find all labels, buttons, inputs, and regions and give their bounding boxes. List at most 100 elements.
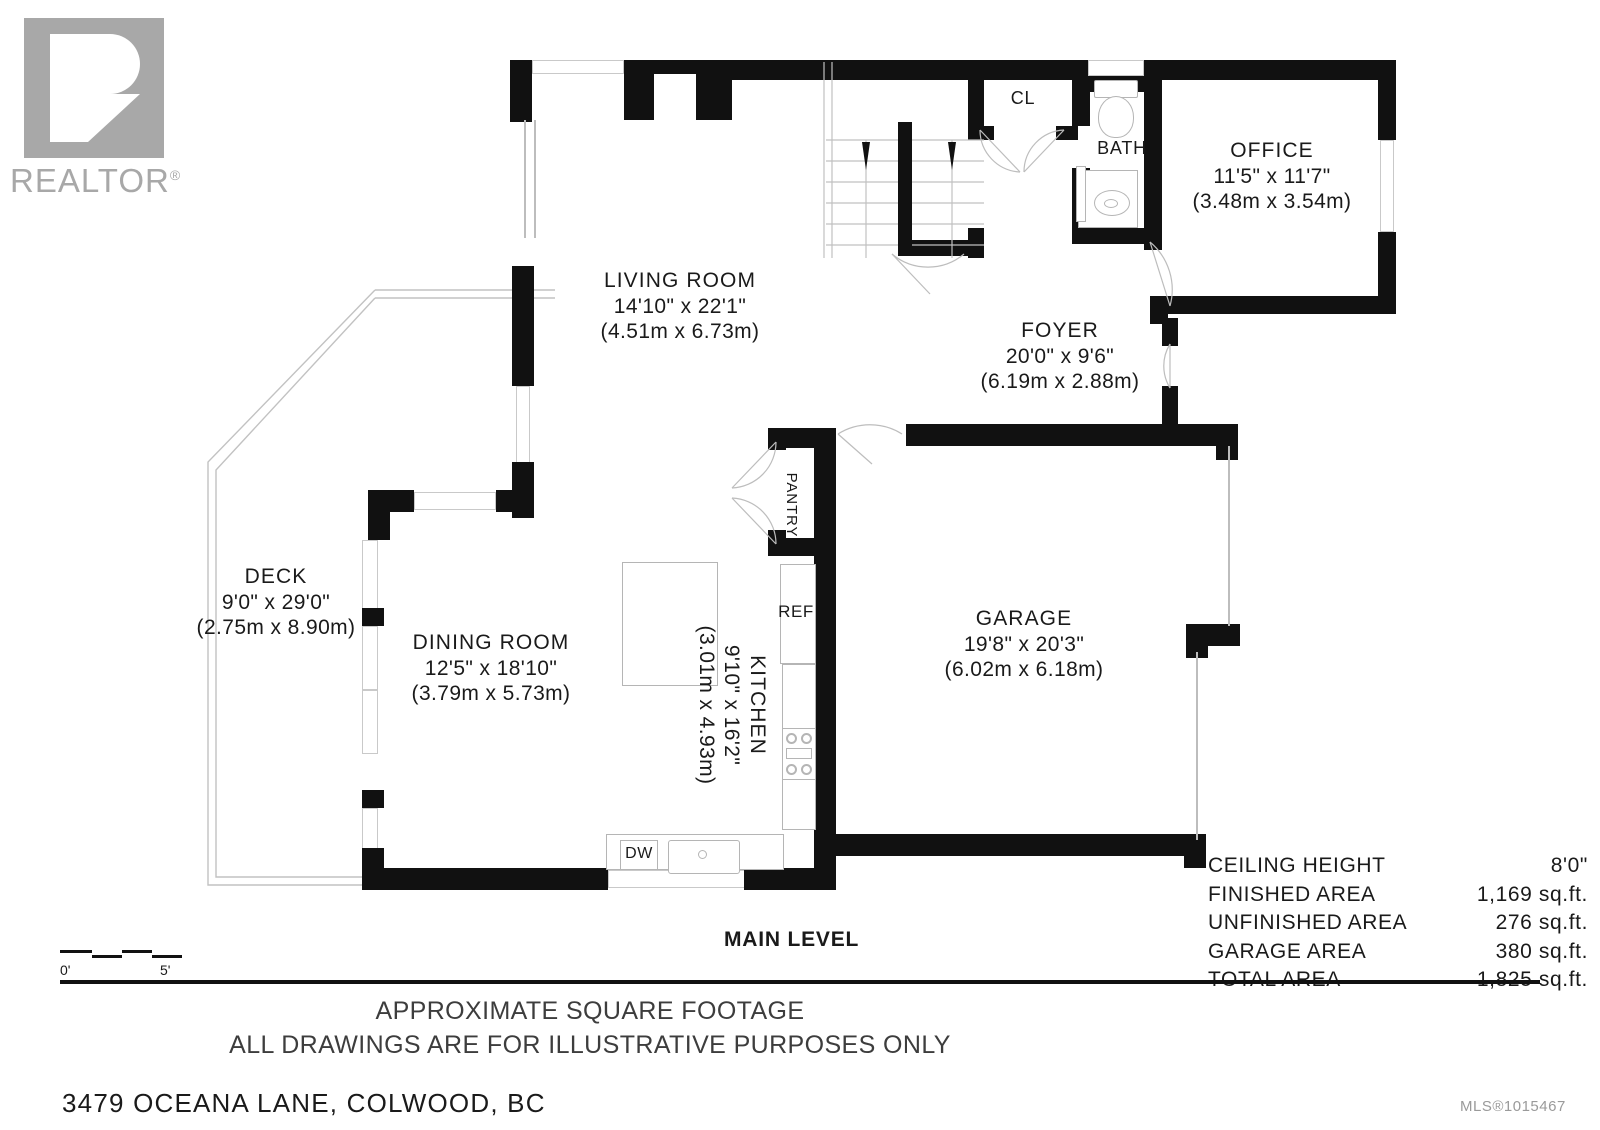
scale-label-start: 0' xyxy=(60,962,71,978)
stats-value-finished-area: 1,169 sq.ft. xyxy=(1476,882,1588,906)
office-metric: (3.48m x 3.54m) xyxy=(1192,190,1352,214)
stats-row-garage-area: GARAGE AREA 380 sq.ft. xyxy=(1208,938,1588,967)
kitchen-sink-drain-icon xyxy=(698,850,707,859)
oven-door-icon xyxy=(786,748,812,759)
property-address: 3479 OCEANA LANE, COLWOOD, BC xyxy=(62,1088,546,1118)
wall-garage-top xyxy=(906,424,1236,446)
wall-closet-left xyxy=(968,80,984,126)
stats-value-ceiling-height: 8'0" xyxy=(1550,854,1588,877)
wall-foyer-jog-1 xyxy=(1162,318,1178,346)
wall-garage-right-jog-b xyxy=(1186,624,1208,658)
kitchen-metric: (3.01m x 4.93m) xyxy=(694,625,718,785)
wall-dining-left-pier-2 xyxy=(362,790,384,808)
window-dining-left-3 xyxy=(362,690,378,754)
scale-label-end: 5' xyxy=(160,962,171,978)
wall-bottom-kitchen-right xyxy=(744,868,836,890)
realtor-r-stem xyxy=(50,34,88,142)
wall-living-left-thin-2 xyxy=(534,120,536,238)
burner-icon-4 xyxy=(801,764,812,775)
scale-seg-2 xyxy=(92,955,122,958)
office-imperial: 11'5" x 11'7" xyxy=(1213,164,1331,188)
wall-top-office xyxy=(1144,60,1394,80)
bath-towel-bar-icon xyxy=(1076,166,1086,222)
wall-office-right-bottom xyxy=(1378,232,1396,314)
wall-bottom-left xyxy=(362,868,608,890)
window-office-right xyxy=(1380,140,1394,232)
kitchen-island-icon xyxy=(622,562,718,686)
realtor-r-leg xyxy=(88,94,140,142)
kitchen-name: KITCHEN xyxy=(746,655,769,755)
wall-pantry-left-top xyxy=(768,428,786,450)
mls-number: MLS®1015467 xyxy=(1460,1098,1566,1115)
wall-garage-bottom xyxy=(814,834,1200,856)
wall-top-pier-2 xyxy=(696,60,732,120)
refrigerator-icon xyxy=(780,564,816,664)
stats-value-unfinished-area: 276 sq.ft. xyxy=(1495,911,1588,935)
room-label-office: OFFICE 11'5" x 11'7" (3.48m x 3.54m) xyxy=(1152,138,1392,215)
stats-row-total-area: TOTAL AREA 1,825 sq.ft. xyxy=(1208,966,1588,995)
stats-label-ceiling-height: CEILING HEIGHT xyxy=(1208,854,1386,877)
realtor-logo: REALTOR® xyxy=(10,10,190,210)
stats-label-finished-area: FINISHED AREA xyxy=(1208,882,1376,906)
refrigerator-text: REF xyxy=(778,602,814,621)
pantry-doors xyxy=(731,441,777,545)
wall-stair-divider xyxy=(898,122,912,256)
wall-top-seg-1 xyxy=(654,60,696,74)
area-stats-table: CEILING HEIGHT 8'0" FINISHED AREA 1,169 … xyxy=(1208,852,1588,995)
wall-office-left xyxy=(1144,60,1162,250)
wall-pantry-bottom xyxy=(768,538,836,556)
wall-top-left-corner xyxy=(510,60,532,122)
stats-row-ceiling-height: CEILING HEIGHT 8'0" xyxy=(1208,852,1588,881)
foyer-metric: (6.19m x 2.88m) xyxy=(980,370,1140,394)
wall-garage-top-right xyxy=(1216,424,1238,460)
closet-text: CL xyxy=(1010,88,1036,108)
dining-room-name: DINING ROOM xyxy=(412,631,570,654)
burner-icon-3 xyxy=(786,764,797,775)
scale-seg-4 xyxy=(152,955,182,958)
stats-value-total-area: 1,825 sq.ft. xyxy=(1477,968,1588,992)
scale-bar: 0' 5' xyxy=(60,950,182,980)
wall-bath-bottom xyxy=(1072,228,1144,244)
disclaimer-line-1: APPROXIMATE SQUARE FOOTAGE xyxy=(375,997,805,1025)
room-label-dining-room: DINING ROOM 12'5" x 18'10" (3.79m x 5.73… xyxy=(378,630,604,707)
window-top-living-1 xyxy=(532,60,624,74)
disclaimer-line-2: ALL DRAWINGS ARE FOR ILLUSTRATIVE PURPOS… xyxy=(229,1030,951,1059)
bath-text: BATH xyxy=(1097,138,1147,158)
garage-imperial: 19'8" x 20'3" xyxy=(963,632,1085,656)
pantry-text: PANTRY xyxy=(783,472,800,538)
room-label-foyer: FOYER 20'0" x 9'6" (6.19m x 2.88m) xyxy=(940,318,1180,395)
window-dining-left-4 xyxy=(362,808,378,852)
level-title: MAIN LEVEL xyxy=(724,928,860,951)
room-label-living-room: LIVING ROOM 14'10" x 22'1" (4.51m x 6.73… xyxy=(560,268,800,345)
label-pantry: PANTRY xyxy=(782,460,800,550)
stats-label-garage-area: GARAGE AREA xyxy=(1208,939,1367,963)
realtor-wordmark: REALTOR® xyxy=(10,162,181,200)
label-bath: BATH xyxy=(1084,138,1160,160)
stats-value-garage-area: 380 sq.ft. xyxy=(1495,939,1588,963)
deck-metric: (2.75m x 8.90m) xyxy=(196,616,356,640)
stats-label-unfinished-area: UNFINISHED AREA xyxy=(1208,911,1408,935)
burner-icon-2 xyxy=(801,733,812,744)
window-dining-left-2 xyxy=(362,626,378,690)
wall-office-bottom xyxy=(1150,296,1396,314)
disclaimer-block: APPROXIMATE SQUARE FOOTAGE ALL DRAWINGS … xyxy=(0,995,1180,1063)
foyer-door xyxy=(1163,343,1171,389)
living-room-metric: (4.51m x 6.73m) xyxy=(600,320,760,344)
garage-door-line-top xyxy=(1228,446,1230,626)
garage-metric: (6.02m x 6.18m) xyxy=(944,658,1104,682)
stair-door xyxy=(891,253,965,295)
realtor-word-text: REALTOR xyxy=(10,162,170,199)
staircase xyxy=(823,62,984,258)
garage-door-line-bottom xyxy=(1196,652,1198,840)
kitchen-imperial: 9'10" x 16'2" xyxy=(720,644,744,766)
closet-doors xyxy=(979,129,1065,173)
registered-mark-icon: ® xyxy=(169,167,182,183)
realtor-r-bowl xyxy=(88,34,140,94)
foyer-imperial: 20'0" x 9'6" xyxy=(1005,344,1115,368)
room-label-garage: GARAGE 19'8" x 20'3" (6.02m x 6.18m) xyxy=(904,606,1144,683)
wall-bath-left-top xyxy=(1072,80,1090,126)
garage-name: GARAGE xyxy=(975,607,1073,630)
wall-closet-left-jamb xyxy=(968,126,994,140)
wall-stair-bottom xyxy=(900,240,984,256)
